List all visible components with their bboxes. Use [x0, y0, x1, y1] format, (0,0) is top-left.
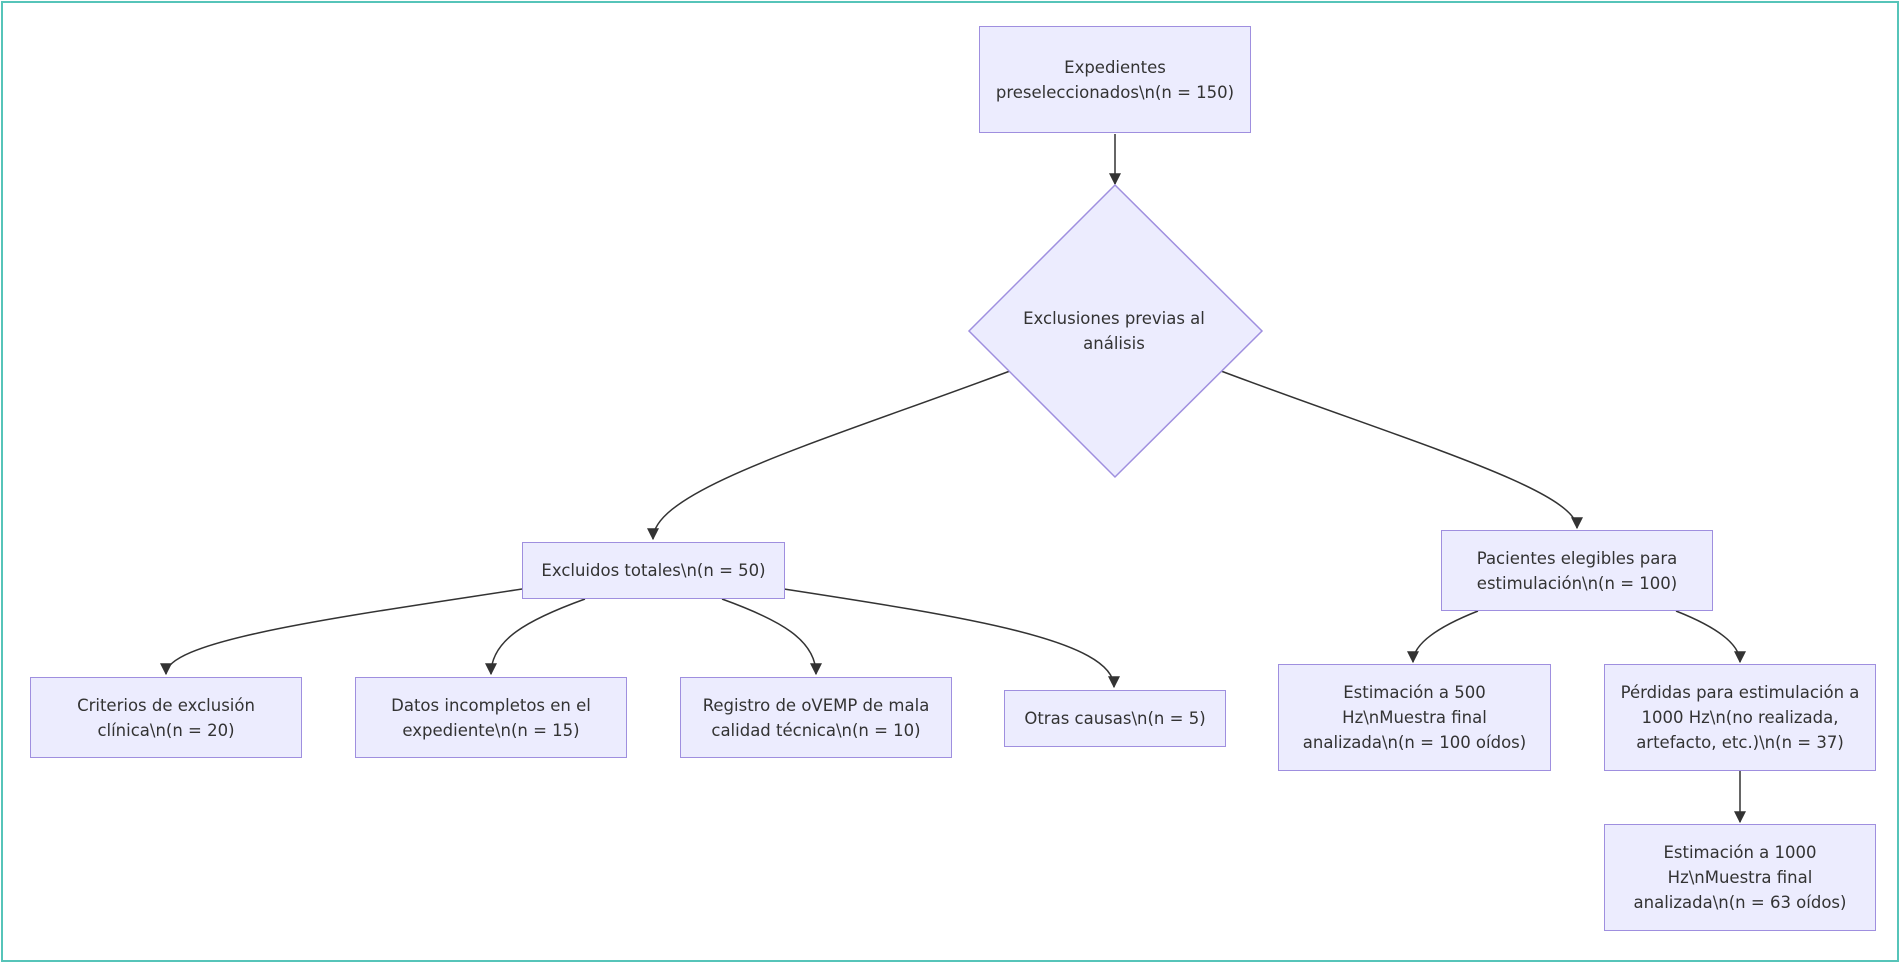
node-other-causes: Otras causas\n(n = 5): [1004, 690, 1226, 747]
node-estimation-1000: Estimación a 1000 Hz\nMuestra final anal…: [1604, 824, 1876, 931]
node-clinical-criteria-label: Criterios de exclusión clínica\n(n = 20): [77, 695, 255, 740]
node-preselected: Expedientes preseleccionados\n(n = 150): [979, 26, 1251, 133]
node-estimation-500: Estimación a 500 Hz\nMuestra final anali…: [1278, 664, 1551, 771]
edge-excluded-to-quality: [721, 598, 822, 676]
node-poor-quality-label: Registro de oVEMP de mala calidad técnic…: [702, 695, 930, 740]
edge-excluded-to-other: [783, 588, 1120, 689]
node-losses-1000-label: Pérdidas para estimulación a 1000 Hz\n(n…: [1620, 683, 1860, 752]
node-excluded-total: Excluidos totales\n(n = 50): [522, 542, 785, 599]
edge-eligible-to-500: [1407, 610, 1479, 664]
node-poor-quality: Registro de oVEMP de mala calidad técnic…: [680, 677, 952, 758]
edge-excluded-to-incomplete: [485, 598, 586, 676]
edge-eligible-to-losses: [1675, 610, 1746, 664]
node-estimation-500-label: Estimación a 500 Hz\nMuestra final anali…: [1302, 683, 1527, 752]
node-losses-1000: Pérdidas para estimulación a 1000 Hz\n(n…: [1604, 664, 1876, 771]
edge-exclusions-to-eligible: [1220, 370, 1583, 530]
edge-exclusions-to-excluded: [647, 370, 1011, 541]
node-eligible: Pacientes elegibles para estimulación\n(…: [1441, 530, 1713, 611]
node-estimation-1000-label: Estimación a 1000 Hz\nMuestra final anal…: [1633, 843, 1847, 912]
node-eligible-label: Pacientes elegibles para estimulación\n(…: [1476, 548, 1678, 593]
node-clinical-criteria: Criterios de exclusión clínica\n(n = 20): [30, 677, 302, 758]
node-incomplete-data-label: Datos incompletos en el expediente\n(n =…: [391, 695, 591, 740]
node-exclusions-label: Exclusiones previas al análisis: [1023, 309, 1205, 353]
node-incomplete-data: Datos incompletos en el expediente\n(n =…: [355, 677, 627, 758]
edge-excluded-to-clinical: [160, 588, 523, 676]
node-other-causes-label: Otras causas\n(n = 5): [1024, 709, 1206, 728]
node-preselected-label: Expedientes preseleccionados\n(n = 150): [995, 57, 1235, 102]
node-excluded-total-label: Excluidos totales\n(n = 50): [541, 561, 766, 580]
